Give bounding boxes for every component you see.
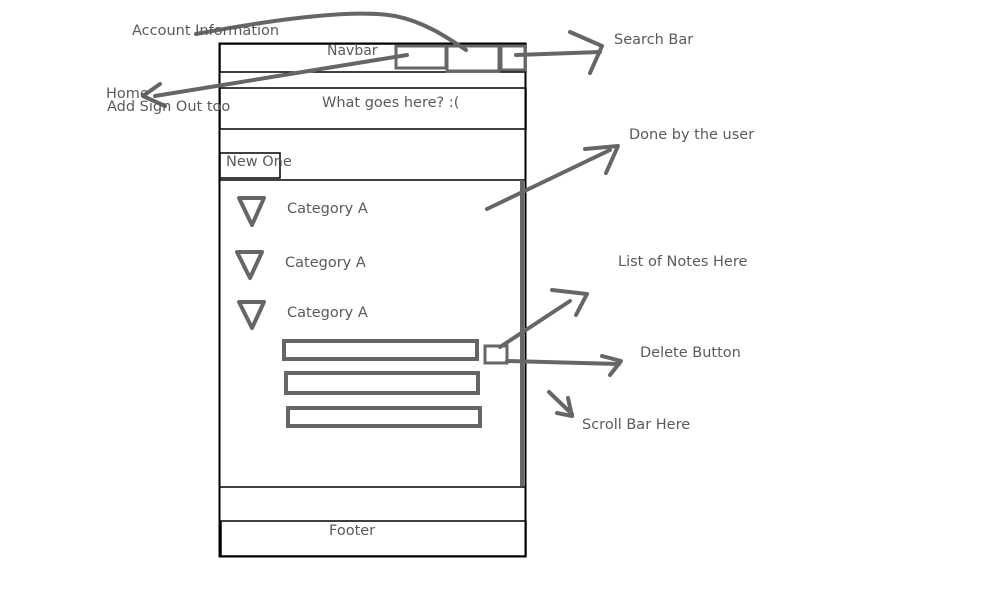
category-label: Category A (287, 305, 368, 321)
search-box (499, 44, 527, 72)
new-one-box (219, 152, 281, 179)
scroll-bar-annotation: Scroll Bar Here (582, 417, 691, 433)
done-by-user-annotation: Done by the user (629, 127, 755, 143)
home-annotation: Home (106, 86, 149, 102)
note-item (286, 406, 482, 428)
banner-text: What goes here? :( (322, 95, 460, 111)
home-box (445, 44, 501, 73)
arrowhead-icon (600, 354, 623, 377)
category-label: Category A (287, 201, 368, 217)
new-one-button: New One (226, 154, 292, 170)
triangle-icon (237, 196, 266, 227)
triangle-icon (237, 300, 266, 330)
delete-arrow-line (505, 359, 621, 366)
arrowhead-icon (555, 396, 574, 418)
delete-button-annotation: Delete Button (640, 345, 741, 361)
category-label: Category A (285, 255, 366, 271)
search-bar-annotation: Search Bar (614, 32, 694, 48)
search-arrow-line (514, 50, 602, 57)
phone-frame (218, 42, 527, 558)
delete-box (483, 344, 509, 365)
account-info-annotation: Account Information (132, 23, 280, 39)
triangle-icon (235, 250, 264, 280)
banner-box (219, 87, 527, 130)
footer-box (220, 520, 527, 557)
account-arrow (194, 11, 468, 52)
arrowhead-icon (583, 144, 620, 175)
done-arrow-line (485, 148, 612, 211)
notes-annotation: List of Notes Here (618, 254, 748, 270)
arrowhead-icon (141, 82, 167, 108)
note-item (284, 371, 480, 395)
scroll-arrow-line (547, 390, 574, 416)
sign-out-annotation: Add Sign Out too (107, 99, 231, 115)
arrowhead-icon (550, 288, 589, 317)
footer-label: Footer (329, 523, 376, 539)
arrowhead-icon (568, 30, 604, 75)
note-item (282, 339, 479, 361)
home-arrow-line (153, 53, 409, 98)
navbar-label: Navbar (327, 43, 378, 59)
notes-arrow-line (498, 299, 572, 349)
